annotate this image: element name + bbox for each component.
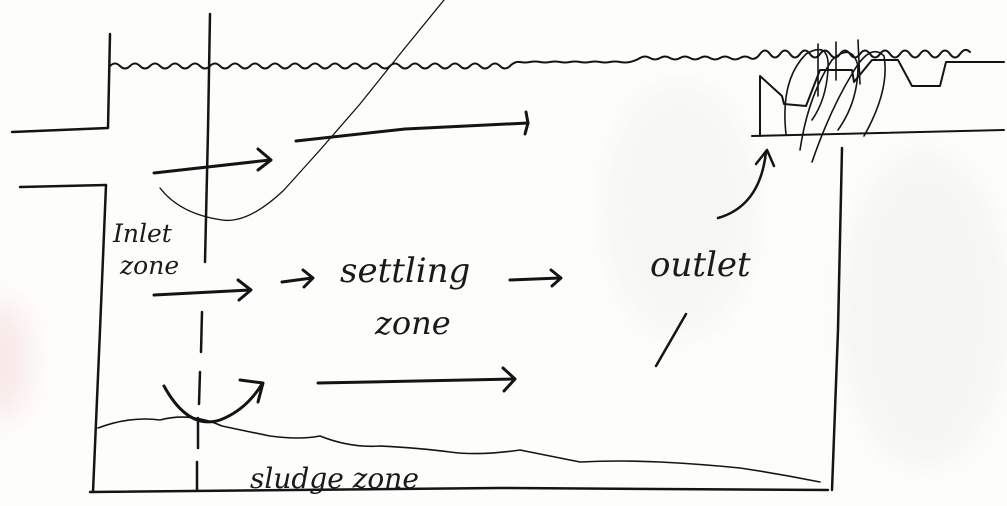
inlet-zone-label-line1: Inlet xyxy=(112,219,173,248)
inlet-baffle xyxy=(203,12,212,264)
outlet-weir-notches xyxy=(759,59,1005,137)
paper-smudge xyxy=(600,80,760,340)
tank-left-wall xyxy=(91,183,108,494)
inlet-pipe-top xyxy=(10,32,112,134)
tank-right-wall xyxy=(830,146,844,492)
outlet-label: outlet xyxy=(650,245,751,285)
flow-arrow-lower xyxy=(316,366,517,393)
flow-arrow-middle-small xyxy=(280,268,315,289)
outlet-arrow xyxy=(716,148,776,220)
inlet-zone-label-line2: zone xyxy=(119,251,179,280)
settling-zone-label-line1: settling xyxy=(340,251,470,291)
sludge-surface-line xyxy=(97,416,821,483)
flow-arrow-top xyxy=(294,110,530,143)
flow-arrow-curved xyxy=(162,378,265,424)
paper-smudge xyxy=(840,150,1007,470)
water-surface-line xyxy=(109,48,971,70)
outlet-pointer-stroke xyxy=(654,312,688,368)
flow-arrow-middle-left xyxy=(152,278,253,302)
inlet-zone-divider-dashed xyxy=(195,310,204,492)
tank-bottom xyxy=(88,486,830,494)
sludge-zone-label: sludge zone xyxy=(250,462,419,495)
flow-arrow-inlet xyxy=(152,147,273,175)
settling-zone-label-line2: zone xyxy=(374,304,451,342)
flow-arrow-middle-right xyxy=(508,268,563,288)
diagonal-sketch-line xyxy=(159,0,445,222)
outlet-weir-ledge xyxy=(751,129,1005,137)
inlet-pipe-bottom xyxy=(18,183,108,189)
outlet-overflow-loops xyxy=(784,39,886,163)
